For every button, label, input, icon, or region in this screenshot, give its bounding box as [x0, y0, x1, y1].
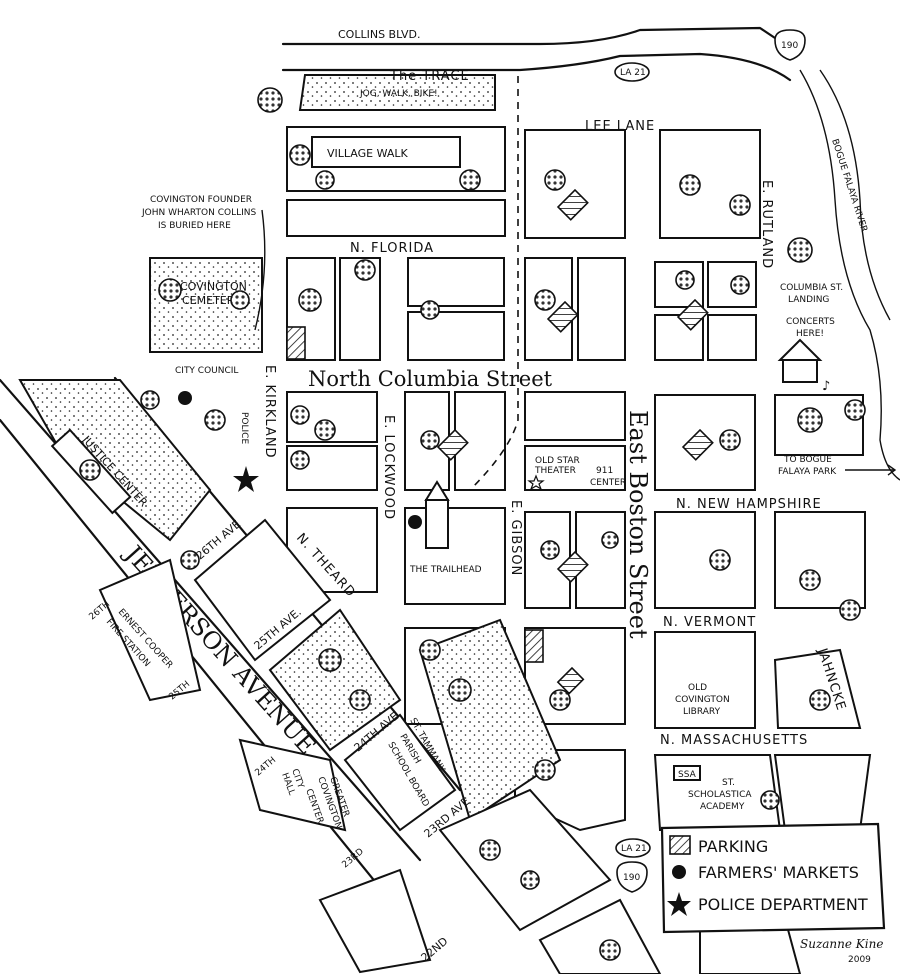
- old-star-icon: [527, 474, 545, 491]
- us-190-shield-top: 190: [774, 29, 806, 61]
- n-florida-label: N. FLORIDA: [350, 241, 434, 256]
- trailhead-tower-icon: [424, 480, 450, 549]
- center-911-label-2: CENTER: [590, 478, 626, 488]
- village-walk-label: VILLAGE WALK: [327, 147, 409, 160]
- la-21-shield-bottom: LA 21: [615, 838, 651, 858]
- blocks-row-4: [524, 511, 866, 609]
- us-190-bottom-label: 190: [623, 873, 640, 883]
- bogue-falaya-label: BOGUE FALAYA RIVER: [829, 138, 869, 234]
- lee-lane-label: LEE LANE: [585, 119, 655, 134]
- signature-name: Suzanne Kine: [800, 937, 883, 951]
- library-label-3: LIBRARY: [683, 707, 721, 717]
- trace-title: The TRACE: [389, 69, 470, 84]
- n-massachusetts-label: N. MASSACHUSETTS: [660, 733, 808, 748]
- farmers-market-marker-council[interactable]: [178, 391, 192, 405]
- scholastica-label-1: ST.: [722, 778, 735, 788]
- legend-farmers-market-dot: [672, 865, 686, 879]
- bogue-park-label-1: TO BOGUE: [783, 455, 832, 465]
- music-note-icon: ♪: [822, 379, 831, 394]
- trailhead-label: THE TRAILHEAD: [409, 565, 482, 575]
- center-911-label-1: 911: [596, 466, 613, 476]
- trailhead-block: [404, 507, 506, 605]
- gazebo-icon: [777, 338, 823, 383]
- ssa-sign: [673, 765, 701, 781]
- founder-label-2: JOHN WHARTON COLLINS: [141, 208, 256, 218]
- bogue-park-arrow: [845, 464, 897, 476]
- north-columbia-label: North Columbia Street: [308, 367, 553, 391]
- block-lee-1: [524, 129, 626, 239]
- landing-label-3: CONCERTS: [786, 317, 835, 327]
- e-kirkland-label: E. KIRKLAND: [262, 365, 277, 459]
- la-21-top-label: LA 21: [620, 68, 646, 78]
- legend-police-label: POLICE DEPARTMENT: [698, 895, 868, 914]
- legend-parking-swatch: [669, 835, 691, 855]
- police-marker-star-icon[interactable]: [233, 466, 259, 492]
- n-vermont-label: N. VERMONT: [663, 615, 756, 630]
- us-190-top-label: 190: [781, 41, 798, 51]
- e-lockwood-label: E. LOCKWOOD: [381, 415, 396, 520]
- ssa-label: SSA: [678, 770, 697, 780]
- founder-label-3: IS BURIED HERE: [158, 221, 231, 231]
- collins-blvd: COLLINS BLVD.: [281, 26, 792, 82]
- signature-year: 2009: [848, 955, 871, 965]
- block-florida-north: [286, 199, 506, 237]
- bogue-park-label-2: FALAYA PARK: [778, 467, 837, 477]
- cemetery-label-1: COVINGTON: [180, 280, 247, 293]
- city-council-label: CITY COUNCIL: [175, 366, 238, 376]
- village-walk-box[interactable]: [311, 136, 461, 168]
- founder-label-1: COVINGTON FOUNDER: [150, 195, 252, 205]
- landing-label-4: HERE!: [796, 329, 824, 339]
- trace-park: [298, 74, 496, 111]
- trace-trail: [469, 76, 519, 491]
- farmers-market-marker-trailhead[interactable]: [408, 515, 422, 529]
- justice-center-block: [18, 379, 212, 542]
- la-21-bottom-label: LA 21: [621, 844, 647, 854]
- old-star-label-2: THEATER: [534, 466, 576, 476]
- cemetery-label-2: CEMETERY: [182, 294, 241, 307]
- landing-label-1: COLUMBIA ST.: [780, 283, 843, 293]
- legend-parking-label: PARKING: [698, 837, 768, 856]
- scholastica-label-2: SCHOLASTICA: [688, 790, 752, 800]
- east-boston-label: East Boston Street: [624, 410, 652, 639]
- e-rutland-label: E. RUTLAND: [759, 180, 774, 269]
- old-star-label-1: OLD STAR: [535, 456, 580, 466]
- landing-label-2: LANDING: [788, 295, 829, 305]
- legend-farmers-label: FARMERS' MARKETS: [698, 863, 859, 882]
- legend: PARKING FARMERS' MARKETS POLICE DEPARTME…: [660, 822, 886, 934]
- artist-signature: Suzanne Kine 2009: [800, 937, 883, 965]
- e-gibson-label: E. GIBSON: [508, 500, 523, 576]
- n-new-hampshire-label: N. NEW HAMPSHIRE: [676, 497, 822, 512]
- trace-subtitle: JOG, WALK, BIKE!: [359, 89, 438, 99]
- scholastica-label-3: ACADEMY: [700, 802, 745, 812]
- parking-lots: [286, 188, 714, 695]
- trees: [79, 87, 866, 961]
- police-label: POLICE: [239, 412, 249, 444]
- legend-police-star-icon: [667, 892, 691, 916]
- founder-pointer: [254, 209, 266, 331]
- la-21-shield-top: LA 21: [614, 62, 650, 82]
- library-label-2: COVINGTON: [675, 695, 730, 705]
- collins-blvd-label: COLLINS BLVD.: [338, 28, 421, 41]
- block-lee-2: [659, 129, 761, 239]
- library-label-1: OLD: [688, 683, 707, 693]
- us-190-shield-bottom: 190: [616, 861, 648, 893]
